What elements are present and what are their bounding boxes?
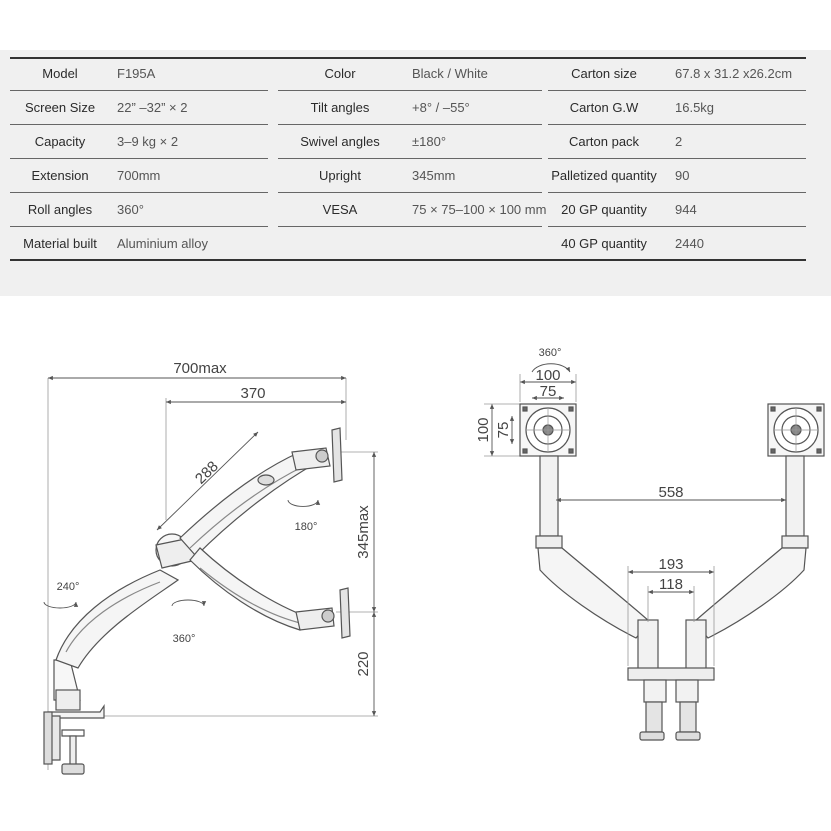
row-rule — [548, 192, 806, 193]
dim-vesa-width-100: 100 — [535, 367, 560, 384]
angle-swivel-label: 180° — [295, 521, 318, 533]
angle-joint-label: 360° — [173, 633, 196, 645]
spec-label-40gp: 40 GP quantity — [561, 236, 647, 251]
spec-label-upright: Upright — [319, 168, 361, 183]
spec-label-carton-gw: Carton G.W — [569, 100, 639, 115]
spec-value-roll: 360° — [117, 202, 144, 217]
table-bottom-rule — [10, 259, 806, 261]
dim-193: 193 — [658, 556, 683, 573]
dim-118: 118 — [659, 576, 683, 593]
spec-value-extension: 700mm — [117, 168, 161, 183]
dim-span: 558 — [658, 484, 683, 501]
spec-value-screen-size: 22” –32” × 2 — [117, 100, 188, 115]
spec-value-swivel: ±180° — [412, 134, 447, 149]
row-rule — [10, 192, 268, 193]
row-rule — [10, 124, 268, 125]
row-rule — [10, 90, 268, 91]
angle-pole-label: 240° — [57, 581, 80, 593]
dim-reach: 370 — [240, 385, 265, 402]
technical-drawing: 700max 370 288 345max 220 180° 240° 360° — [43, 347, 825, 775]
spec-label-roll: Roll angles — [27, 202, 93, 217]
row-rule — [548, 226, 806, 227]
spec-label-tilt: Tilt angles — [310, 100, 370, 115]
spec-value-capacity: 3–9 kg × 2 — [117, 134, 179, 149]
row-rule — [278, 226, 542, 227]
spec-label-capacity: Capacity — [34, 134, 86, 149]
spec-label-vesa: VESA — [322, 202, 358, 217]
spec-label-palletized: Palletized quantity — [551, 168, 657, 183]
spec-value-color: Black / White — [412, 66, 488, 81]
dim-upright: 345max — [355, 505, 372, 559]
row-rule — [278, 192, 542, 193]
row-rule — [548, 90, 806, 91]
spec-label-20gp: 20 GP quantity — [561, 202, 647, 217]
spec-label-carton-pack: Carton pack — [568, 134, 640, 149]
spec-background — [0, 50, 831, 296]
spec-value-20gp: 944 — [675, 202, 697, 217]
dim-vesa-height-100: 100 — [475, 417, 492, 442]
row-rule — [10, 226, 268, 227]
dim-vesa-height-75: 75 — [495, 422, 512, 439]
dim-base-height: 220 — [355, 651, 372, 676]
dim-arm-length: 288 — [192, 458, 222, 488]
dim-extension: 700max — [173, 360, 227, 377]
side-view — [43, 375, 378, 775]
spec-label-extension: Extension — [31, 168, 89, 183]
spec-label-model: Model — [42, 66, 78, 81]
spec-value-carton-size: 67.8 x 31.2 x26.2cm — [675, 66, 793, 81]
spec-value-40gp: 2440 — [675, 236, 704, 251]
spec-value-carton-pack: 2 — [675, 134, 683, 149]
spec-label-color: Color — [324, 66, 356, 81]
row-rule — [10, 158, 268, 159]
row-rule — [548, 124, 806, 125]
row-rule — [548, 158, 806, 159]
spec-label-swivel: Swivel angles — [300, 134, 380, 149]
spec-value-vesa: 75 × 75–100 × 100 mm — [412, 202, 547, 217]
row-rule — [278, 124, 542, 125]
angle-rotate-label: 360° — [539, 347, 562, 359]
row-rule — [278, 90, 542, 91]
dim-vesa-width-75: 75 — [540, 383, 557, 400]
spec-value-carton-gw: 16.5kg — [675, 100, 715, 115]
spec-value-model: F195A — [117, 66, 156, 81]
spec-value-material: Aluminium alloy — [117, 236, 209, 251]
spec-table: Model F195A Color Black / White Carton s… — [10, 57, 806, 261]
front-view — [484, 363, 825, 741]
row-rule — [278, 158, 542, 159]
spec-label-screen-size: Screen Size — [24, 100, 96, 115]
spec-label-material: Material built — [23, 236, 97, 251]
spec-value-palletized: 90 — [675, 168, 690, 183]
spec-value-tilt: +8° / –55° — [412, 100, 470, 115]
spec-label-carton-size: Carton size — [571, 66, 637, 81]
spec-value-upright: 345mm — [412, 168, 456, 183]
table-top-rule — [10, 57, 806, 59]
